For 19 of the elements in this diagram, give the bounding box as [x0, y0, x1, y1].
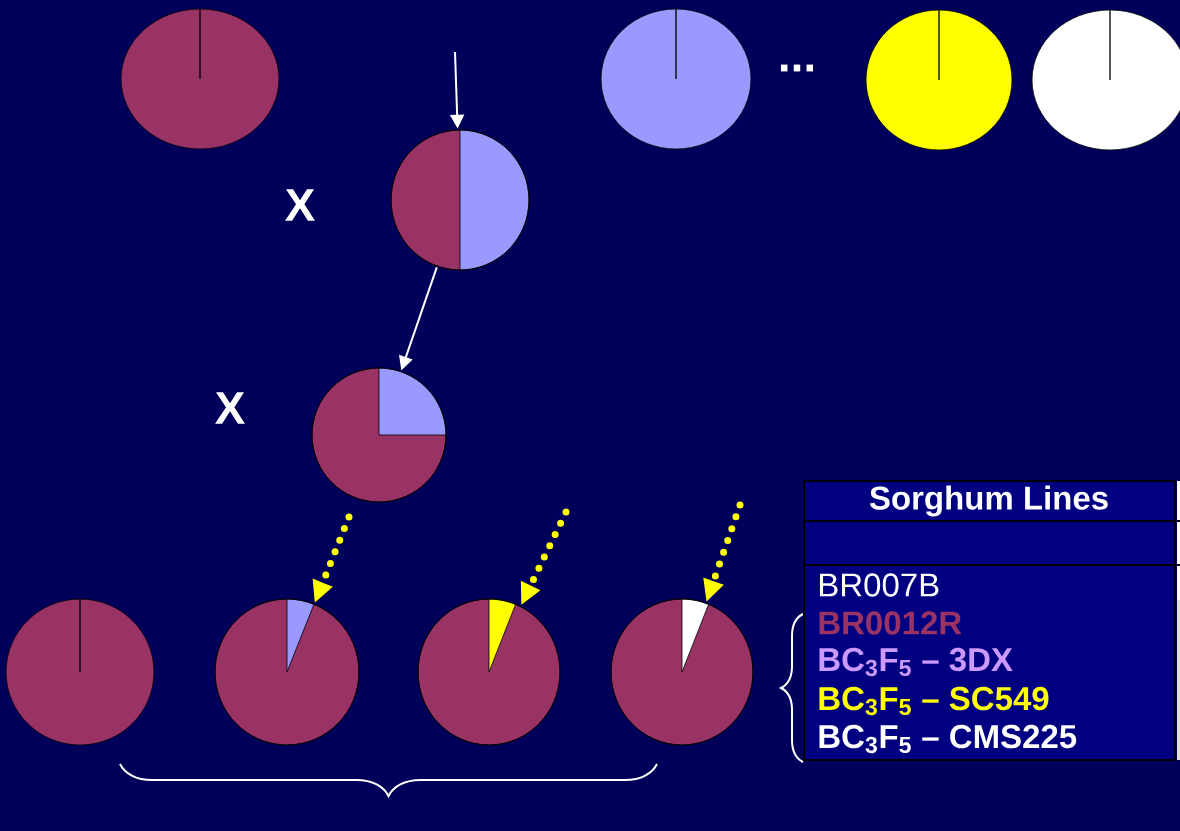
pie-chart	[214, 598, 360, 746]
column-header: Sorghum Lines	[869, 485, 1108, 517]
line-name: BR007B	[820, 573, 939, 597]
pie-chart	[600, 8, 752, 150]
pie-chart	[120, 8, 280, 150]
pie-chart	[610, 598, 754, 746]
ellipsis: ...	[780, 64, 814, 72]
pie-chart	[311, 367, 447, 503]
pie-chart	[5, 598, 155, 746]
line-name: BC$_{3}$F$_{5}$ – 3DX	[819, 647, 1013, 677]
pie-chart	[1031, 9, 1180, 151]
cross-symbol: X	[285, 189, 315, 221]
cross-symbol: X	[215, 392, 245, 424]
line-name: BR0012R	[819, 611, 962, 635]
pie-chart	[417, 598, 561, 746]
pie-chart	[390, 129, 530, 271]
line-name: BC$_{3}$F$_{5}$ – SC549	[819, 686, 1049, 716]
line-name: BC$_{3}$F$_{5}$ – CMS225	[819, 724, 1077, 754]
pie-chart	[865, 9, 1013, 151]
